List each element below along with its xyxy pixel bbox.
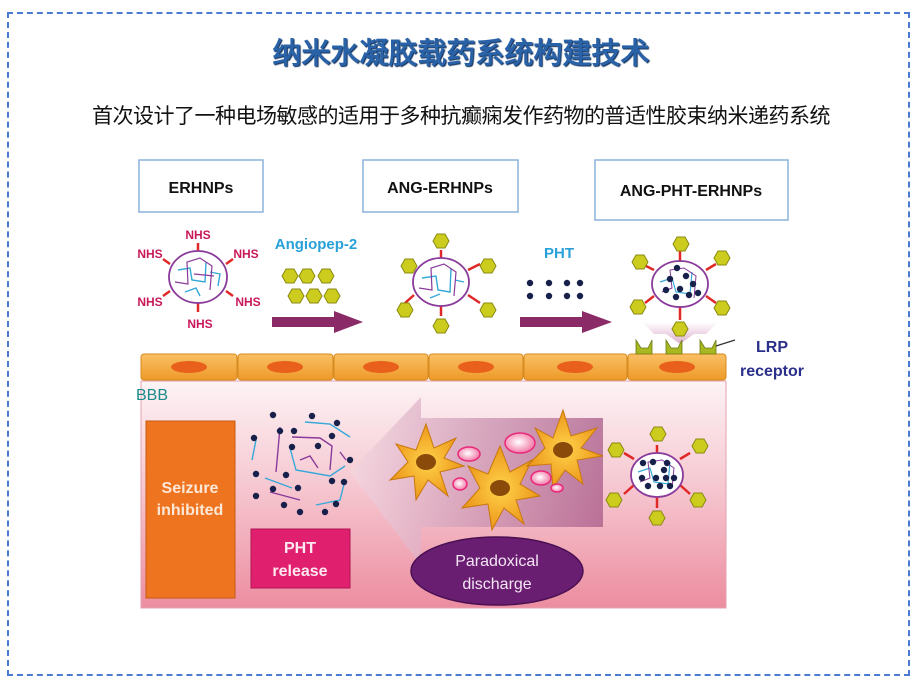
slide-frame — [7, 12, 910, 676]
slide-title: 纳米水凝胶载药系统构建技术 — [272, 36, 650, 70]
stage-box-ang-pht-erhnps: ANG-PHT-ERHNPs — [594, 159, 789, 221]
stage-label: ANG-ERHNPs — [387, 180, 493, 197]
neuron — [388, 422, 466, 502]
pht-label: PHT — [544, 245, 574, 262]
paradoxical-discharge-badge: Paradoxical discharge — [410, 536, 584, 606]
nhs-label: NHS — [187, 317, 212, 331]
lrp-label: LRP — [756, 339, 788, 356]
seizure-line2: inhibited — [157, 502, 224, 519]
released-drug-network — [250, 411, 354, 516]
nhs-label: NHS — [185, 228, 210, 242]
stage-box-erhnps: ERHNPs — [138, 159, 264, 213]
neuron — [460, 444, 542, 532]
ang-erhnps-particle — [396, 233, 497, 334]
erhnps-particle: NHS NHS NHS NHS NHS NHS — [137, 228, 260, 331]
nhs-label: NHS — [137, 295, 162, 309]
release-line1: PHT — [284, 540, 316, 557]
brain-nanoparticle — [605, 426, 709, 526]
stage-label: ERHNPs — [169, 180, 234, 197]
bbb-label: BBB — [136, 387, 168, 404]
stage-box-ang-erhnps: ANG-ERHNPs — [362, 159, 519, 213]
step1-arrow — [272, 311, 363, 333]
receptor-label: receptor — [740, 363, 804, 380]
nhs-label: NHS — [233, 247, 258, 261]
neuron — [525, 408, 604, 490]
release-line2: release — [272, 563, 327, 580]
stage-label: ANG-PHT-ERHNPs — [620, 183, 762, 200]
neurons — [388, 408, 604, 532]
discharge-line1: Paradoxical — [455, 553, 539, 570]
receptor-pointer-line — [715, 339, 736, 347]
angiopep-label: Angiopep-2 — [275, 236, 358, 253]
discharge-line2: discharge — [462, 576, 531, 593]
endothelial-cell-layer — [140, 353, 727, 381]
seizure-inhibited-box: Seizure inhibited — [145, 420, 236, 599]
nhs-label: NHS — [137, 247, 162, 261]
step2-arrow — [520, 311, 612, 333]
vesicles — [452, 432, 564, 493]
lrp-receptors — [635, 338, 717, 355]
nhs-label: NHS — [235, 295, 260, 309]
seizure-line1: Seizure — [162, 480, 219, 497]
ang-pht-erhnps-particle — [629, 236, 731, 320]
pht-release-box: PHT release — [250, 528, 351, 589]
slide-subtitle: 首次设计了一种电场敏感的适用于多种抗癫痫发作药物的普适性胶束纳米递药系统 — [92, 104, 831, 128]
